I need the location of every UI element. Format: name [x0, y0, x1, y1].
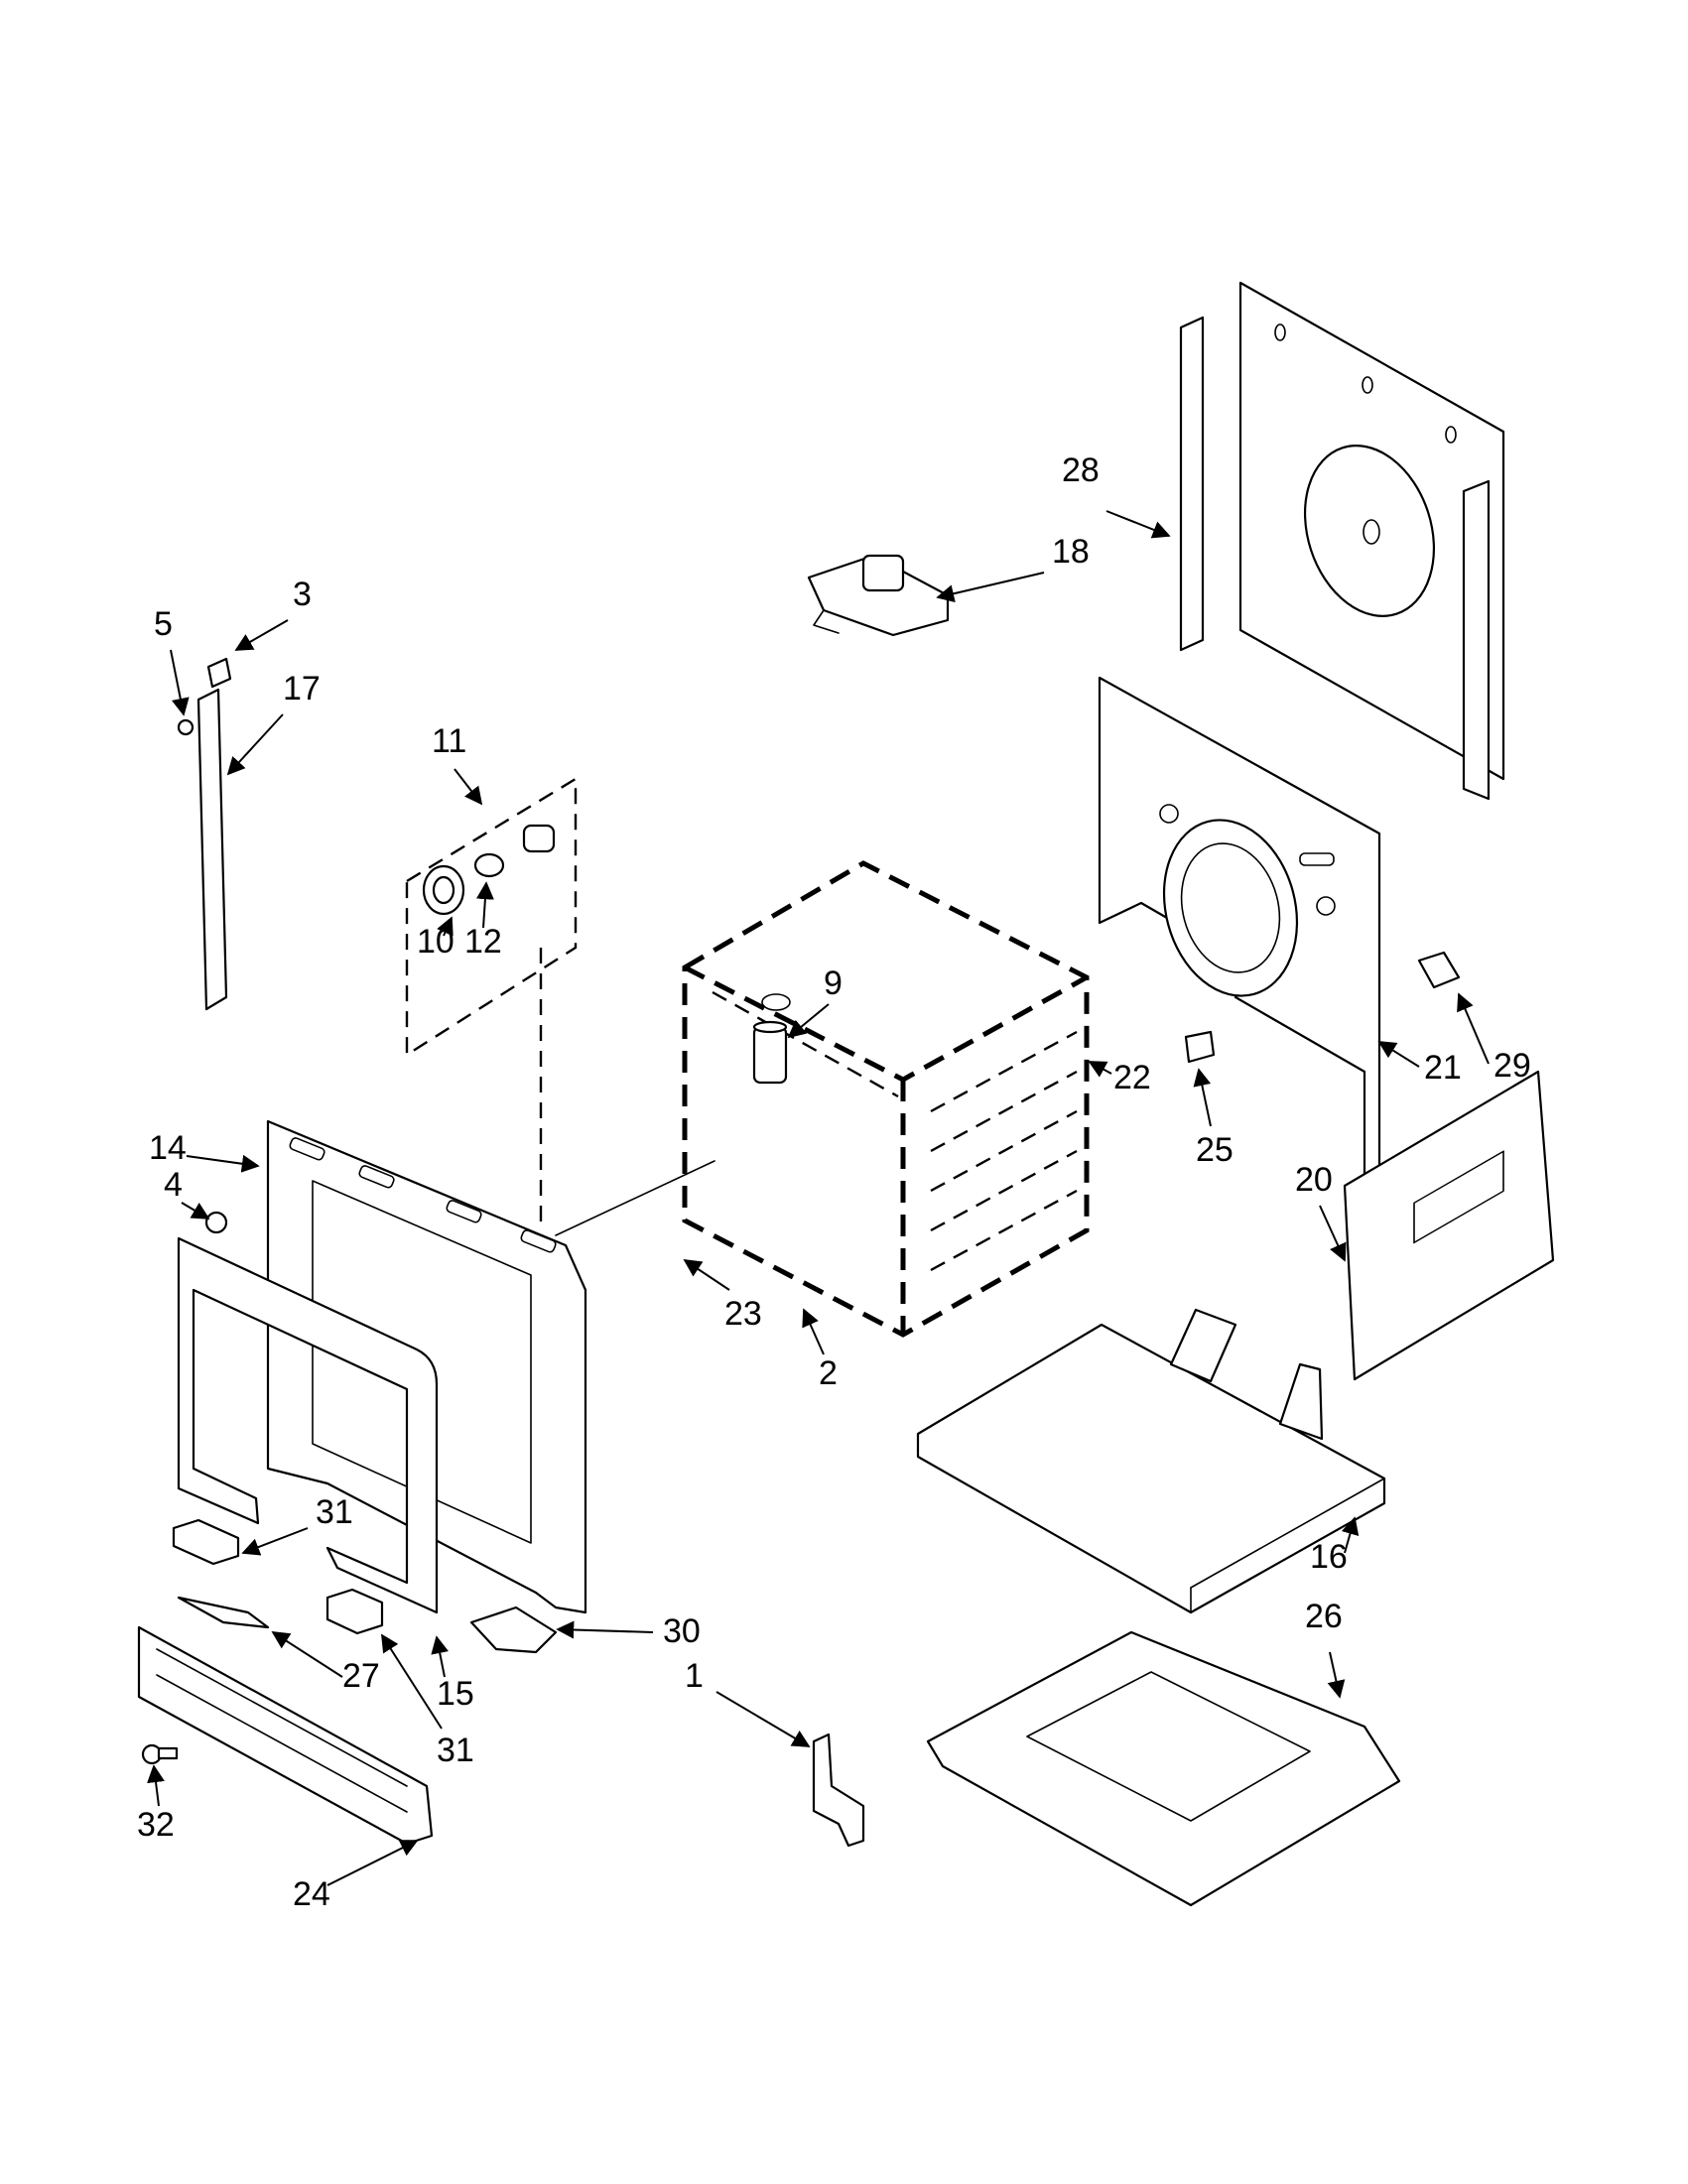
callout-23: 23	[724, 1295, 762, 1333]
leader-line-14	[186, 1154, 260, 1173]
part-3-cap	[206, 657, 232, 689]
callout-12: 12	[464, 923, 502, 961]
callout-29: 29	[1493, 1047, 1531, 1085]
part-26-bottom-tray	[926, 1630, 1401, 1907]
callout-15: 15	[437, 1675, 474, 1713]
part-32-screw	[141, 1743, 179, 1765]
callout-4: 4	[164, 1166, 183, 1204]
callout-18: 18	[1052, 533, 1090, 571]
connector-frame-to-cavity	[555, 1160, 715, 1236]
callout-17: 17	[283, 670, 321, 707]
callout-31: 31	[437, 1732, 474, 1769]
leader-line-31	[381, 1633, 443, 1730]
part-1-bracket	[812, 1733, 865, 1848]
part-27-strip	[177, 1596, 270, 1629]
callout-22: 22	[1113, 1059, 1151, 1096]
leader-line-27	[271, 1631, 343, 1678]
leader-line-10	[437, 916, 454, 937]
leader-line-2	[802, 1308, 825, 1355]
part-30-bracket	[469, 1606, 558, 1654]
leader-line-25	[1193, 1068, 1212, 1127]
leader-line-15	[431, 1635, 450, 1678]
callout-16: 16	[1310, 1538, 1348, 1576]
leader-line-23	[683, 1259, 730, 1291]
leader-line-31	[241, 1527, 309, 1556]
callout-11: 11	[432, 722, 466, 760]
leader-line-1	[715, 1691, 811, 1747]
leader-line-9	[787, 1003, 830, 1039]
callout-1: 1	[685, 1657, 704, 1695]
leader-line-16	[1341, 1516, 1360, 1554]
callout-21: 21	[1424, 1049, 1462, 1087]
part-28-rear-panel	[1179, 281, 1505, 801]
part-25-thermostat	[1184, 1030, 1216, 1064]
leader-line-26	[1327, 1651, 1346, 1699]
part-29-clip	[1417, 951, 1461, 989]
leader-line-11	[454, 768, 483, 806]
callout-24: 24	[293, 1875, 330, 1913]
callout-30: 30	[663, 1612, 701, 1650]
part-4-screw	[204, 1211, 228, 1234]
part-21-back-panel	[1098, 676, 1381, 1188]
part-5-screw	[177, 718, 195, 736]
callout-32: 32	[137, 1806, 175, 1844]
leader-line-3	[234, 619, 289, 651]
leader-line-32	[147, 1764, 165, 1807]
callout-25: 25	[1196, 1131, 1234, 1169]
part-11-lamp-assembly	[405, 776, 578, 1058]
part-22-oven-cavity	[682, 860, 1090, 1338]
part-15-gasket	[177, 1236, 439, 1614]
callout-27: 27	[342, 1657, 380, 1695]
callout-5: 5	[154, 605, 173, 643]
part-24-vent-grille	[137, 1625, 434, 1846]
callout-10: 10	[417, 923, 454, 961]
callout-3: 3	[293, 576, 312, 613]
leader-line-4	[181, 1202, 210, 1220]
callout-9: 9	[824, 964, 843, 1002]
callout-2: 2	[819, 1354, 838, 1392]
callout-14: 14	[149, 1129, 187, 1167]
part-20-side-panel	[1343, 1070, 1555, 1381]
leader-line-5	[170, 649, 190, 716]
callout-28: 28	[1062, 451, 1100, 489]
leader-line-22	[1088, 1061, 1112, 1078]
leader-line-20	[1319, 1205, 1347, 1262]
part-31-block-upper	[172, 1518, 240, 1566]
leader-line-17	[226, 713, 284, 776]
leader-line-18	[936, 572, 1045, 603]
callout-20: 20	[1295, 1161, 1333, 1199]
part-31-block-lower	[325, 1588, 384, 1635]
callout-26: 26	[1305, 1598, 1343, 1635]
callout-31: 31	[316, 1493, 353, 1531]
leader-line-30	[556, 1620, 654, 1639]
part-17-door-trim	[196, 688, 228, 1011]
leader-line-28	[1105, 510, 1171, 539]
leader-line-21	[1377, 1041, 1420, 1068]
leader-line-29	[1457, 992, 1490, 1065]
part-16-shelf	[916, 1308, 1386, 1614]
part-9-socket	[752, 1020, 788, 1085]
part-18-motor-bracket	[807, 554, 950, 637]
leader-line-24	[326, 1840, 419, 1886]
leader-line-12	[475, 881, 494, 929]
